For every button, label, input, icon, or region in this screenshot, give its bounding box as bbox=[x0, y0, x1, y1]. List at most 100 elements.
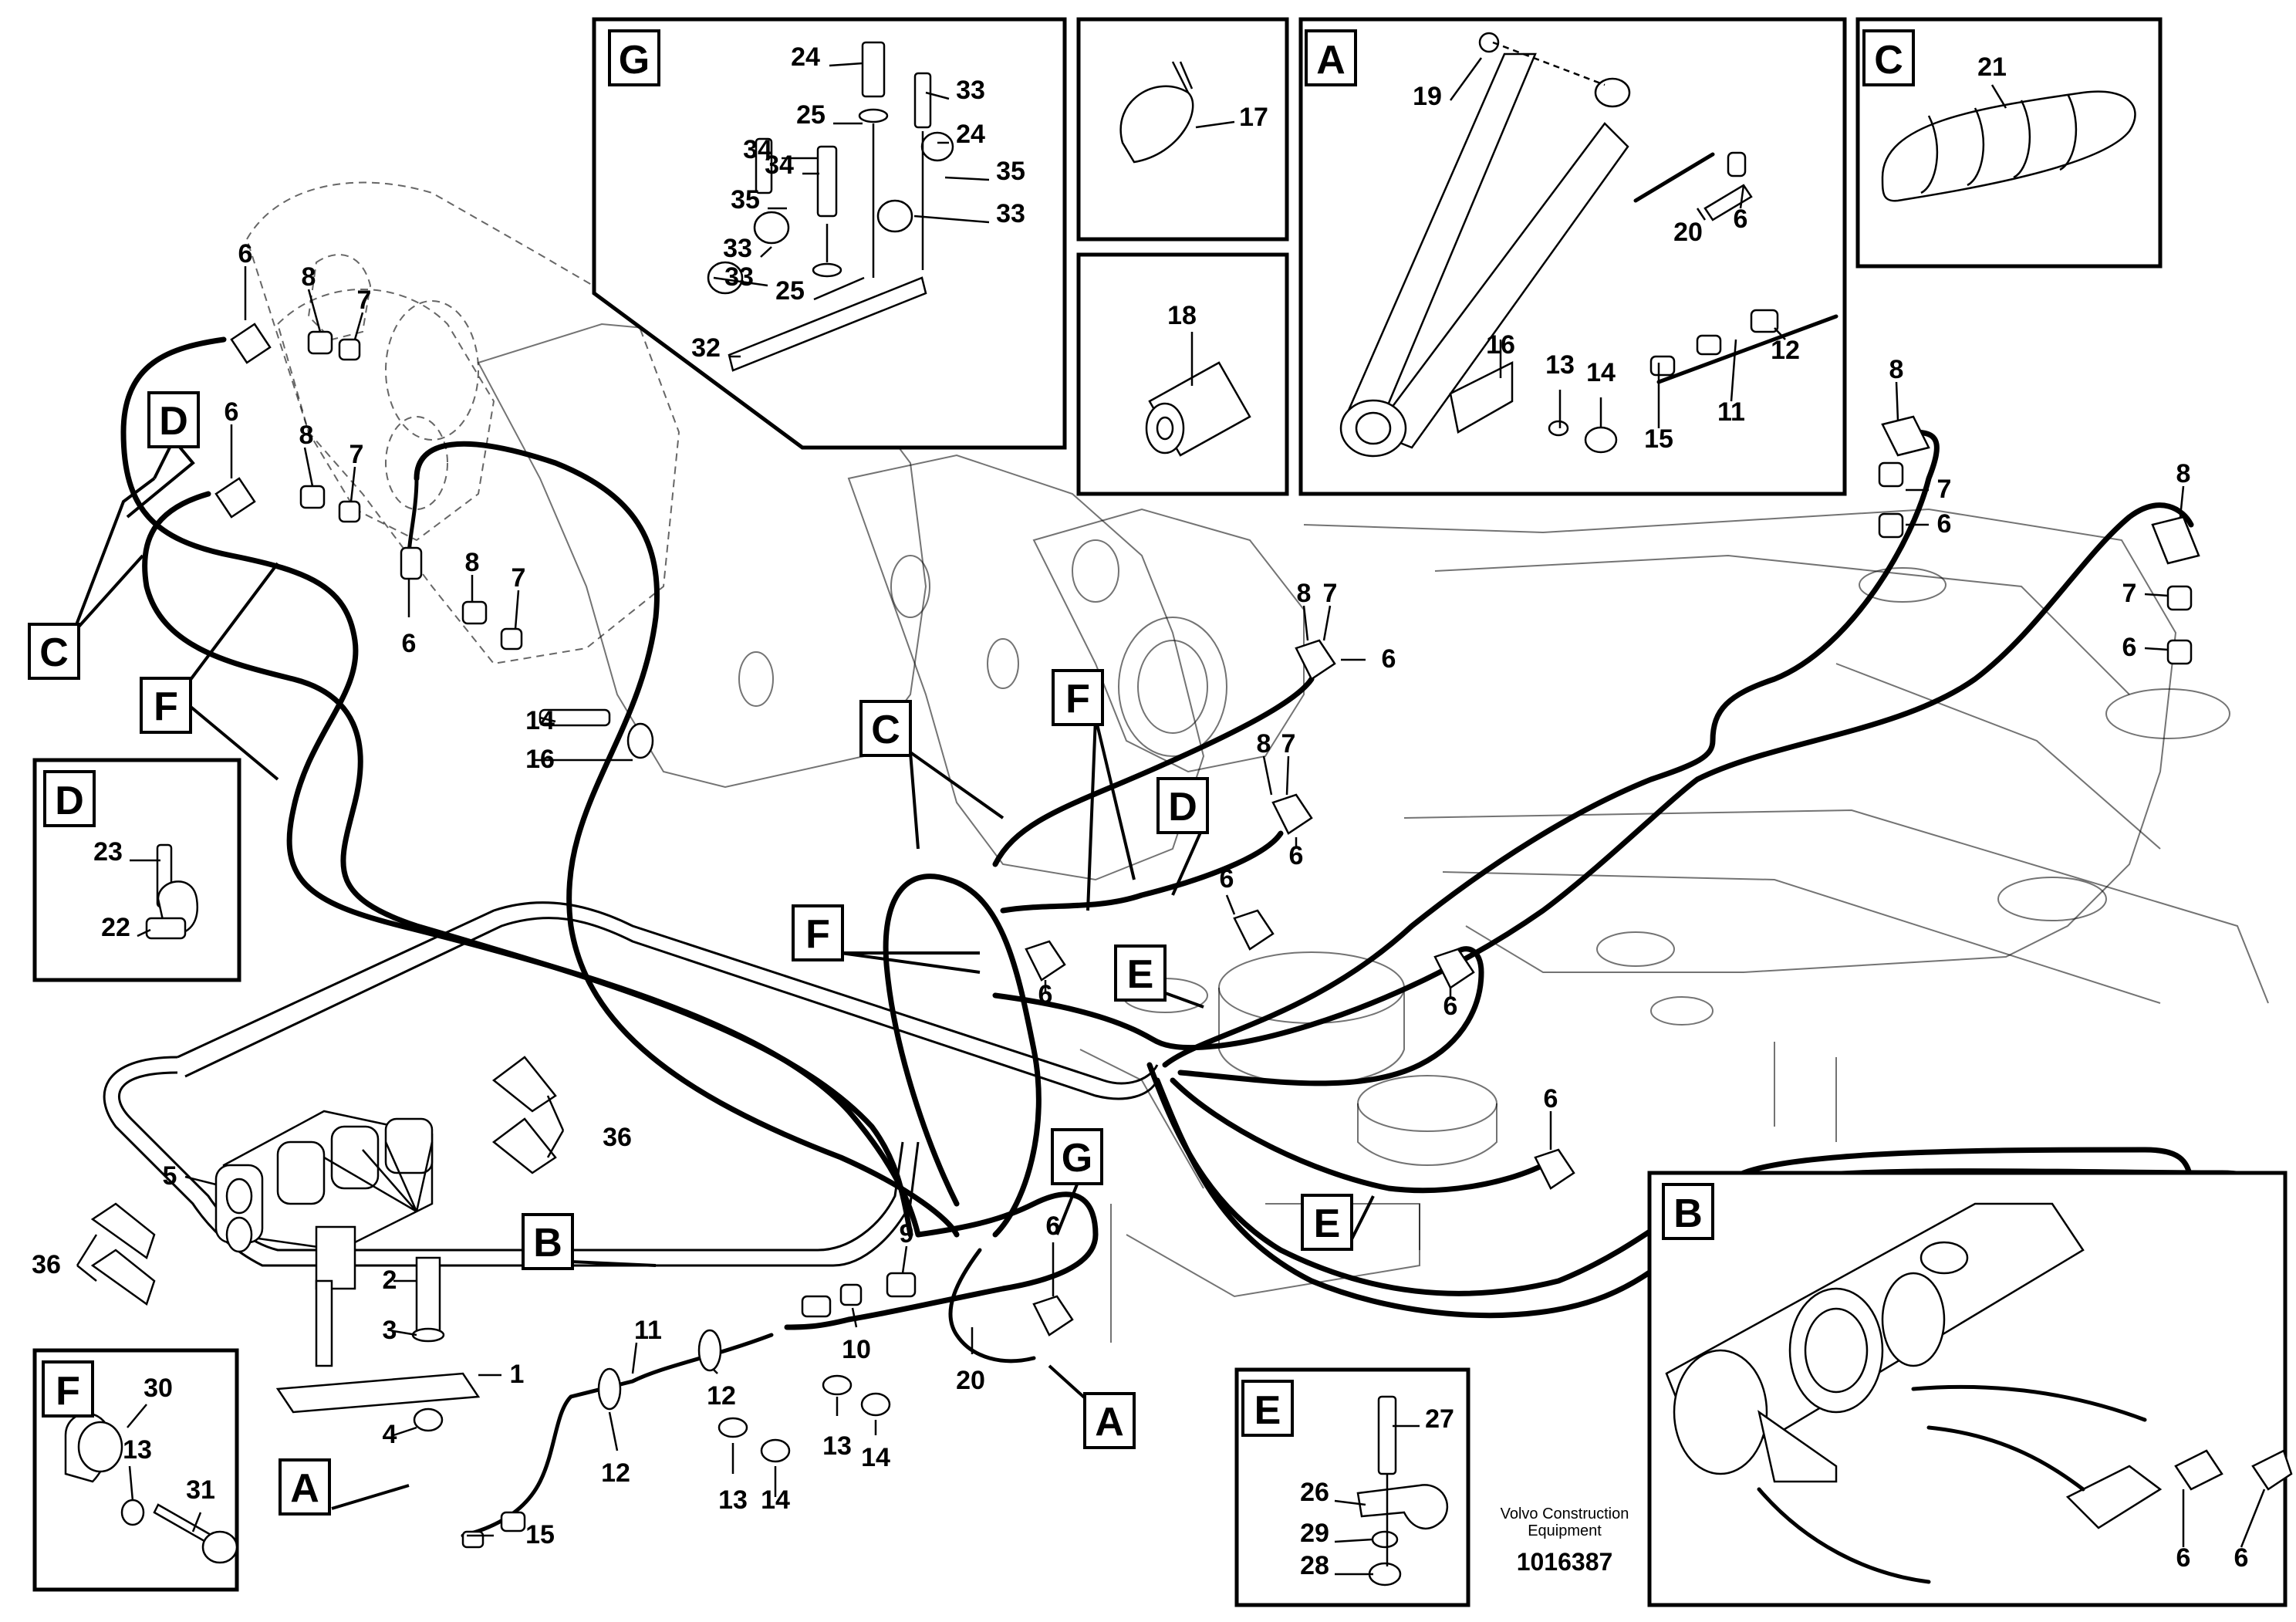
view-tag-letter: B bbox=[533, 1221, 562, 1265]
part-callout-8: 8 bbox=[302, 262, 316, 292]
part-callout-13: 13 bbox=[822, 1431, 852, 1461]
inset-panels: G242534353333332434353325321718A19206161… bbox=[32, 17, 2293, 1607]
inset-leader-lines bbox=[1334, 1424, 1420, 1576]
inset-callout-29: 29 bbox=[1300, 1519, 1329, 1548]
inset-callout-6: 6 bbox=[2176, 1543, 2191, 1573]
inset-callout-34: 34 bbox=[743, 135, 772, 164]
inset-d-art bbox=[145, 843, 199, 940]
part-callout-7: 7 bbox=[349, 440, 364, 469]
inset-callout-35: 35 bbox=[996, 157, 1025, 186]
view-tag-letter: F bbox=[154, 684, 178, 729]
view-tag-letter: F bbox=[1065, 677, 1090, 721]
view-tag-pointer bbox=[72, 477, 156, 634]
inset-callout-27: 27 bbox=[1425, 1404, 1454, 1434]
view-tag-box bbox=[1052, 669, 1104, 726]
view-tag-box bbox=[147, 391, 200, 448]
inset-callout-20: 20 bbox=[1673, 218, 1703, 247]
inset-callout-21: 21 bbox=[1977, 52, 2007, 82]
part-callout-6: 6 bbox=[238, 239, 253, 269]
view-tag-box bbox=[1083, 1392, 1136, 1449]
view-tag-e: E bbox=[1114, 944, 1204, 1009]
view-tag-box bbox=[1301, 1194, 1353, 1251]
view-tag-b: B bbox=[522, 1213, 657, 1270]
view-tag-box bbox=[859, 700, 912, 757]
view-tag-pointer bbox=[1160, 990, 1204, 1009]
view-tag-letter: G bbox=[1062, 1136, 1092, 1181]
part-callout-6: 6 bbox=[1443, 992, 1458, 1021]
part-callout-16: 16 bbox=[525, 745, 555, 774]
part-callout-36: 36 bbox=[603, 1123, 632, 1152]
part-callout-14: 14 bbox=[761, 1485, 790, 1515]
view-tag-box bbox=[522, 1213, 574, 1270]
inset-leader-lines bbox=[713, 62, 990, 358]
inset-letter: G bbox=[619, 38, 650, 83]
part-callout-13: 13 bbox=[718, 1485, 748, 1515]
inset-letter-box bbox=[42, 1360, 94, 1418]
inset-letter: E bbox=[1254, 1388, 1281, 1433]
valve-block bbox=[214, 1110, 481, 1432]
view-tag-letter: E bbox=[1314, 1201, 1341, 1246]
part-callout-7: 7 bbox=[1937, 475, 1952, 504]
sleeve-art bbox=[1145, 361, 1251, 457]
inset-letter-box bbox=[1305, 29, 1357, 86]
part-callout-10: 10 bbox=[842, 1335, 871, 1364]
inset-callout-16: 16 bbox=[1486, 330, 1515, 360]
inset-leader-lines bbox=[1990, 84, 2007, 109]
inset-letter: B bbox=[1673, 1191, 1703, 1236]
inset-detail-2-labels: 18 bbox=[1167, 301, 1197, 386]
inset-letter-box bbox=[43, 770, 96, 827]
part-callout-6: 6 bbox=[1038, 980, 1053, 1009]
inset-leader-lines bbox=[1449, 57, 1786, 428]
part-callout-7: 7 bbox=[512, 563, 526, 593]
part-callout-11: 11 bbox=[634, 1316, 662, 1345]
document-number: 1016387 bbox=[1517, 1548, 1613, 1576]
part-callout-6: 6 bbox=[402, 629, 417, 658]
inset-callout-18: 18 bbox=[1167, 301, 1197, 330]
inset-callout-34: 34 bbox=[765, 150, 794, 180]
view-tag-letter: C bbox=[871, 708, 900, 752]
view-tag-pointer bbox=[570, 1260, 657, 1267]
inset-callout-35: 35 bbox=[731, 185, 760, 215]
view-tag-letter: E bbox=[1127, 952, 1154, 997]
part-callout-9: 9 bbox=[900, 1219, 914, 1249]
inset-letter: C bbox=[1874, 38, 1903, 83]
part-callout-8: 8 bbox=[465, 548, 480, 577]
inset-callout-32: 32 bbox=[691, 333, 721, 363]
part-callout-6: 6 bbox=[1289, 841, 1304, 870]
part-callout-12: 12 bbox=[601, 1458, 630, 1488]
view-tag-g: G bbox=[1051, 1128, 1103, 1235]
part-callout-1: 1 bbox=[510, 1360, 525, 1389]
fittings bbox=[90, 323, 2200, 1549]
view-tag-pointer bbox=[909, 751, 1004, 850]
inset-g-art bbox=[707, 41, 954, 372]
credit-line-2: Equipment bbox=[1528, 1522, 1602, 1539]
inset-callout-13: 13 bbox=[123, 1435, 152, 1465]
inset-callout-25: 25 bbox=[775, 276, 805, 306]
inset-callout-14: 14 bbox=[1586, 358, 1616, 387]
view-tag-a: A bbox=[1048, 1364, 1136, 1449]
credit-block: Volvo Construction Equipment 1016387 bbox=[1501, 1505, 1629, 1576]
part-callout-6: 6 bbox=[1046, 1211, 1061, 1241]
part-callout-7: 7 bbox=[357, 286, 372, 315]
inset-callout-25: 25 bbox=[796, 100, 826, 130]
part-callout-7: 7 bbox=[1323, 579, 1338, 608]
part-callout-8: 8 bbox=[1297, 579, 1312, 608]
inset-callout-33: 33 bbox=[724, 262, 754, 292]
view-tag-letter: C bbox=[39, 630, 69, 675]
inset-leader-lines bbox=[1195, 120, 1235, 129]
inset-callout-33: 33 bbox=[956, 76, 985, 105]
inset-callout-6: 6 bbox=[1734, 204, 1748, 234]
view-tag-letter: A bbox=[290, 1466, 319, 1511]
inset-callout-33: 33 bbox=[996, 199, 1025, 228]
part-callout-7: 7 bbox=[2122, 579, 2137, 608]
inset-callout-24: 24 bbox=[956, 120, 985, 149]
credit-line-1: Volvo Construction bbox=[1501, 1505, 1629, 1522]
